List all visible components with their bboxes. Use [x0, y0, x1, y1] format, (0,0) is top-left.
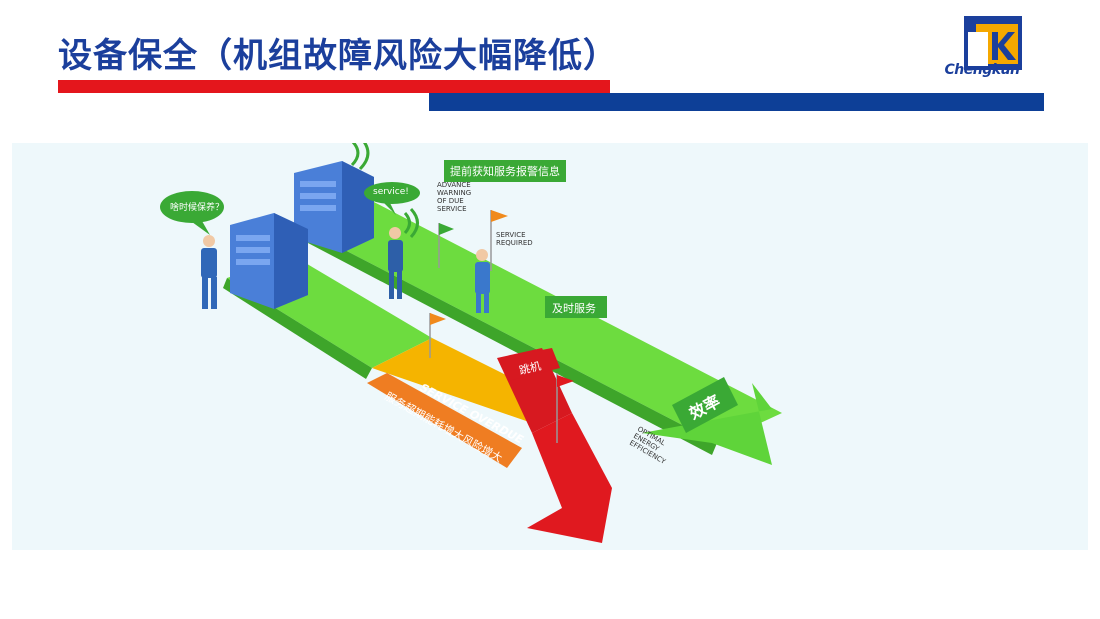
- advance-warning-label: ADVANCE WARNING OF DUE SERVICE: [437, 181, 472, 213]
- company-logo: [964, 16, 1022, 70]
- worker-right: [475, 249, 490, 313]
- flag-trip: [556, 373, 574, 443]
- worker-left: [201, 235, 217, 309]
- efficiency-arrow-head: [642, 383, 772, 465]
- green-track-back: [312, 201, 782, 443]
- service-required-label: SERVICE REQUIRED: [496, 231, 533, 247]
- page-title: 设备保全（机组故障风险大幅降低）: [58, 36, 618, 76]
- flag-overdue: [429, 313, 446, 358]
- green-track-back-shade: [308, 233, 717, 455]
- wifi-icon: [350, 143, 370, 171]
- compressor-back: [294, 161, 374, 253]
- overdue-band: [372, 338, 552, 423]
- flag-advance: [438, 223, 454, 268]
- timely-service-label: 及时服务: [552, 302, 596, 315]
- worker-middle: [388, 227, 403, 299]
- bubble-left-text: 啥时候保养？: [170, 203, 225, 213]
- trip-arrow: [527, 413, 612, 543]
- efficiency-label-box: [672, 377, 738, 433]
- risk-band: [367, 373, 522, 468]
- timely-service-box: [545, 296, 607, 318]
- early-info-label: 提前获知服务报警信息: [444, 160, 566, 182]
- service-diagram: 啥时候保养？ service! 提前获知服务报警信息 ADVANCE WARNI…: [12, 143, 1088, 550]
- speech-bubble-right: [364, 182, 420, 204]
- logo-wordmark: Chengkun: [944, 62, 1020, 78]
- flag-service-required: [490, 210, 508, 271]
- bubble-right-text: service!: [373, 187, 409, 197]
- title-underline-red: [58, 80, 610, 93]
- compressor-front: [230, 213, 308, 309]
- wifi-icon: [403, 207, 419, 239]
- speech-bubble-left: [160, 191, 224, 223]
- trip-label-box: [500, 348, 560, 381]
- title-underline-blue: [429, 93, 1044, 111]
